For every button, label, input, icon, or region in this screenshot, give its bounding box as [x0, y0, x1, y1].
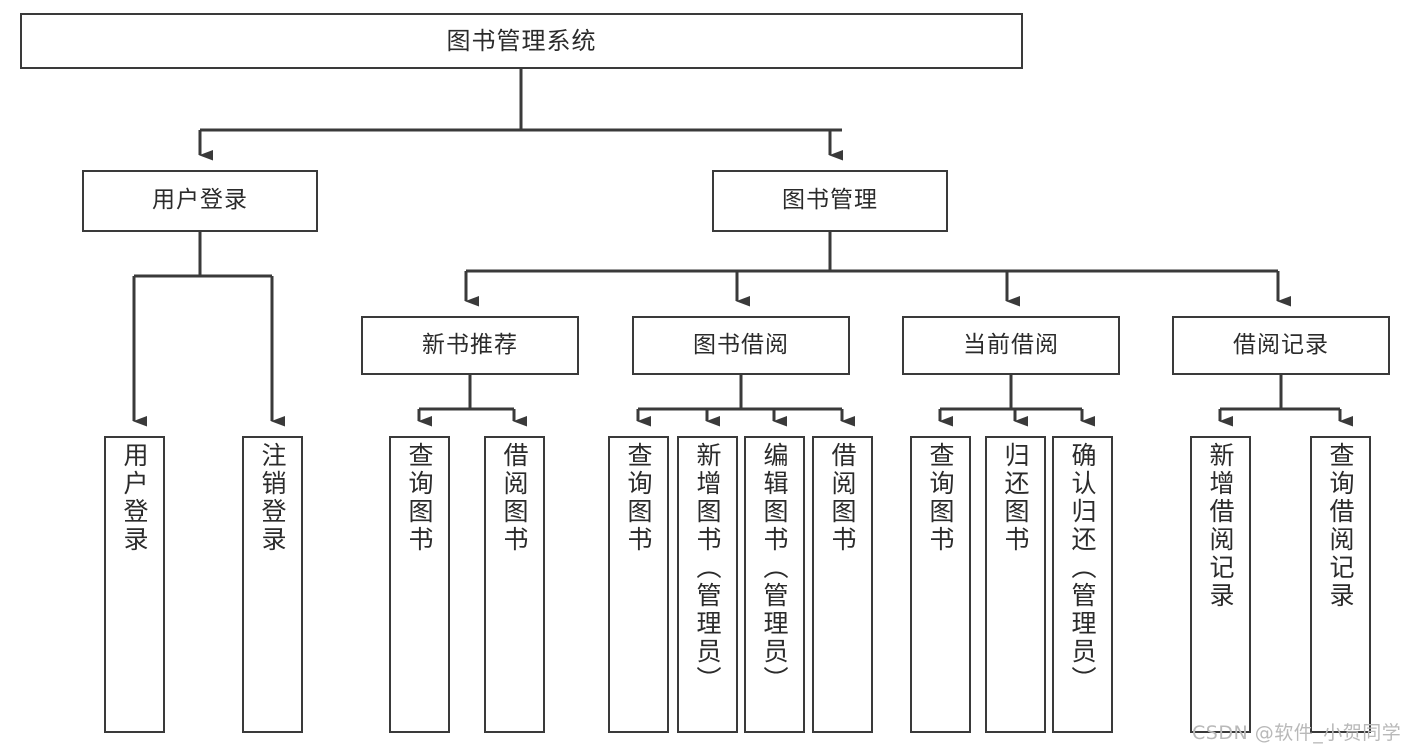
node-book-manage[interactable]: 图书管理 — [712, 170, 948, 232]
node-label: 借阅图书 — [828, 442, 857, 554]
node-leaf-borrow-book-recommend[interactable]: 借阅图书 — [484, 436, 545, 733]
node-leaf-user-login[interactable]: 用户登录 — [104, 436, 165, 733]
node-current-borrow[interactable]: 当前借阅 — [902, 316, 1120, 375]
node-label: 查询借阅记录 — [1326, 442, 1355, 610]
node-label: 查询图书 — [405, 442, 434, 554]
node-label: 图书管理 — [782, 187, 878, 214]
node-label: 图书借阅 — [693, 331, 789, 358]
node-label: 借阅记录 — [1233, 331, 1329, 358]
node-leaf-query-book-current[interactable]: 查询图书 — [910, 436, 971, 733]
node-leaf-add-borrow-record[interactable]: 新增借阅记录 — [1190, 436, 1251, 733]
node-user-login[interactable]: 用户登录 — [82, 170, 318, 232]
csdn-watermark: CSDN @软件_小贺同学 — [1192, 722, 1402, 744]
node-leaf-add-book-admin[interactable]: 新增图书（管理员） — [677, 436, 738, 733]
node-leaf-query-book-recommend[interactable]: 查询图书 — [389, 436, 450, 733]
node-leaf-borrow-book[interactable]: 借阅图书 — [812, 436, 873, 733]
node-root-system[interactable]: 图书管理系统 — [20, 13, 1023, 69]
node-label: 图书管理系统 — [446, 26, 597, 55]
node-borrow-record[interactable]: 借阅记录 — [1172, 316, 1390, 375]
node-label: 借阅图书 — [500, 442, 529, 554]
node-leaf-edit-book-admin[interactable]: 编辑图书（管理员） — [744, 436, 805, 733]
node-label: 当前借阅 — [963, 331, 1059, 358]
node-book-borrow[interactable]: 图书借阅 — [632, 316, 850, 375]
node-label: 新增借阅记录 — [1206, 442, 1235, 610]
node-label: 用户登录 — [120, 442, 149, 554]
node-leaf-user-logout[interactable]: 注销登录 — [242, 436, 303, 733]
node-new-book-recommend[interactable]: 新书推荐 — [361, 316, 579, 375]
node-label: 查询图书 — [926, 442, 955, 554]
node-leaf-query-borrow-record[interactable]: 查询借阅记录 — [1310, 436, 1371, 733]
node-label: 新增图书（管理员） — [693, 442, 722, 694]
node-leaf-query-book-borrow[interactable]: 查询图书 — [608, 436, 669, 733]
node-leaf-return-book[interactable]: 归还图书 — [985, 436, 1046, 733]
node-label: 编辑图书（管理员） — [760, 442, 789, 694]
node-label: 查询图书 — [624, 442, 653, 554]
node-leaf-confirm-return-admin[interactable]: 确认归还（管理员） — [1052, 436, 1113, 733]
node-label: 新书推荐 — [422, 331, 518, 358]
node-label: 用户登录 — [152, 187, 248, 214]
node-label: 确认归还（管理员） — [1068, 442, 1097, 694]
node-label: 归还图书 — [1001, 442, 1030, 554]
node-label: 注销登录 — [258, 442, 287, 554]
